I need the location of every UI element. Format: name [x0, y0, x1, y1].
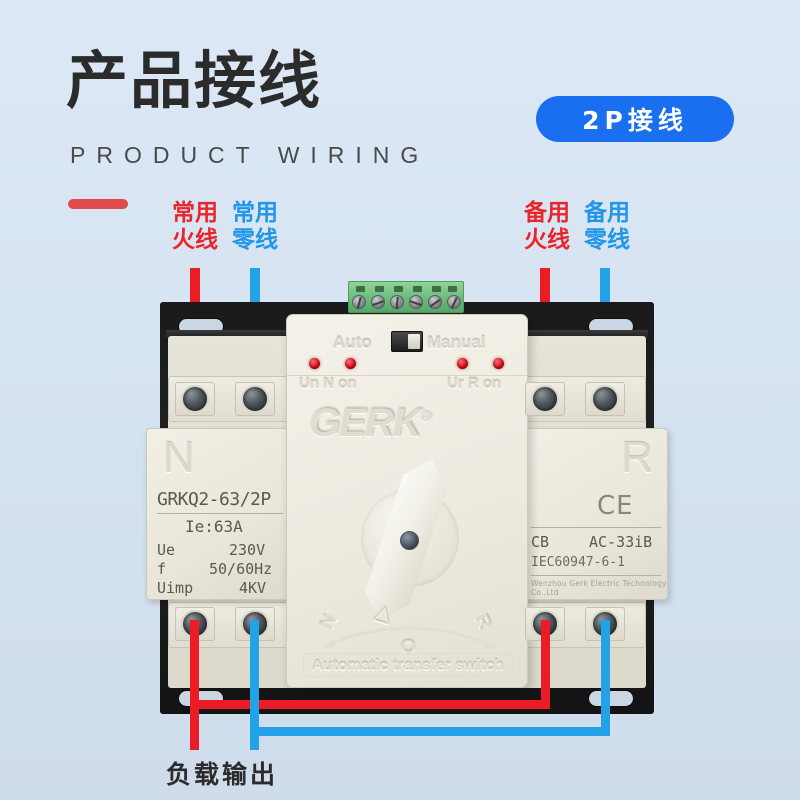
- mount-hole: [588, 690, 634, 707]
- screw-terminal-normal-neutral-in[interactable]: [241, 385, 269, 413]
- terminal-screw[interactable]: [389, 295, 404, 309]
- cert-key-cb: CB: [531, 533, 550, 551]
- callout-backup-neutral: 备用 零线: [584, 200, 630, 254]
- callout-line1: 常用: [232, 200, 278, 226]
- right-pole-face: R CE CB AC-33iB IEC60947-6-1 Wenzhou Ger…: [522, 428, 668, 600]
- terminal-port: [448, 286, 457, 292]
- callout-line1: 备用: [524, 200, 570, 226]
- wire-load-neutral-out: [250, 620, 259, 750]
- screw-terminal-backup-live-in[interactable]: [531, 385, 559, 413]
- terminal-screw[interactable]: [427, 295, 442, 309]
- led-r-indicator: [493, 358, 504, 369]
- status-badge: 2P接线: [536, 96, 734, 142]
- divider: [287, 375, 527, 376]
- divider: [531, 575, 661, 576]
- callout-line2: 火线: [172, 227, 218, 254]
- spec-key-uimp: Uimp: [157, 579, 194, 597]
- cert-val-cb: AC-33iB: [589, 533, 653, 551]
- brand-text: GERK: [309, 401, 422, 445]
- screw-terminal-normal-live-in[interactable]: [181, 385, 209, 413]
- terminal-port: [432, 286, 441, 292]
- led-label-left: Un N on: [299, 375, 357, 392]
- callout-line2: 火线: [524, 227, 570, 254]
- terminal-screw[interactable]: [370, 295, 385, 309]
- callout-normal-neutral: 常用 零线: [232, 200, 278, 254]
- wire-neutral-bridge: [250, 727, 610, 736]
- spec-val-ue: 230V: [229, 541, 266, 559]
- company-name: Wenzhou Gerk Electric Technology Co.,Ltd: [531, 579, 667, 597]
- screw-terminal-backup-neutral-in[interactable]: [591, 385, 619, 413]
- mode-label-manual: Manual: [427, 333, 486, 352]
- ce-mark: CE: [597, 491, 634, 521]
- divider: [531, 527, 661, 528]
- callout-load-output: 负载输出: [166, 760, 279, 789]
- model-number: GRKQ2-63/2P: [157, 489, 271, 510]
- callout-normal-live: 常用 火线: [172, 200, 218, 254]
- terminal-port: [375, 286, 384, 292]
- knob-center-screw[interactable]: [400, 531, 419, 550]
- page-subtitle: PRODUCT WIRING: [70, 142, 430, 168]
- brand-logo: GERK®: [309, 401, 431, 446]
- rotation-arc-icon: [322, 626, 496, 649]
- callout-line2: 零线: [232, 227, 278, 254]
- controller-module: Auto Manual Un N on Ur R on GERK® △ N O …: [286, 314, 528, 688]
- page-title: 产品接线: [66, 44, 323, 117]
- terminal-port: [356, 286, 365, 292]
- callout-line1: 常用: [172, 200, 218, 226]
- spec-key-ue: Ue: [157, 541, 176, 559]
- led-ur-indicator: [457, 358, 468, 369]
- callout-group-left: 常用 火线 常用 零线: [172, 200, 278, 254]
- terminal-screw[interactable]: [351, 295, 366, 309]
- standard-number: IEC60947-6-1: [531, 555, 625, 570]
- pole-letter-N: N: [163, 433, 195, 482]
- left-pole-face: N GRKQ2-63/2P Ie:63A Ue 230V f 50/60Hz U…: [146, 428, 292, 600]
- terminal-screw[interactable]: [408, 295, 423, 309]
- callout-line1: 备用: [584, 200, 630, 226]
- wire-load-live-out: [190, 620, 199, 750]
- led-un-indicator: [309, 358, 320, 369]
- wire-live-bridge: [190, 700, 550, 709]
- auto-manual-toggle[interactable]: [391, 331, 423, 352]
- divider: [157, 513, 283, 514]
- accent-bar: [68, 199, 128, 209]
- spec-val-uimp: 4KV: [239, 579, 267, 597]
- led-n-indicator: [345, 358, 356, 369]
- control-terminal-block[interactable]: [348, 281, 464, 313]
- terminal-screw[interactable]: [446, 295, 461, 309]
- spec-key-f: f: [157, 560, 167, 578]
- wire-backup-neutral-bottom-vert: [601, 620, 610, 731]
- registered-mark: ®: [420, 408, 431, 425]
- rated-current: Ie:63A: [185, 517, 243, 536]
- callout-line2: 零线: [584, 227, 630, 254]
- mode-label-auto: Auto: [333, 333, 372, 352]
- led-label-right: Ur R on: [447, 375, 502, 392]
- arc-label-o: O: [401, 637, 416, 658]
- spec-val-f: 50/60Hz: [209, 560, 273, 578]
- callout-backup-live: 备用 火线: [524, 200, 570, 254]
- wire-backup-live-bottom-vert: [541, 620, 550, 704]
- callout-group-right: 备用 火线 备用 零线: [524, 200, 630, 254]
- pole-letter-R: R: [621, 433, 653, 482]
- terminal-port: [413, 286, 422, 292]
- bottom-emboss-text: Automatic transfer switch: [303, 653, 513, 677]
- terminal-port: [394, 286, 403, 292]
